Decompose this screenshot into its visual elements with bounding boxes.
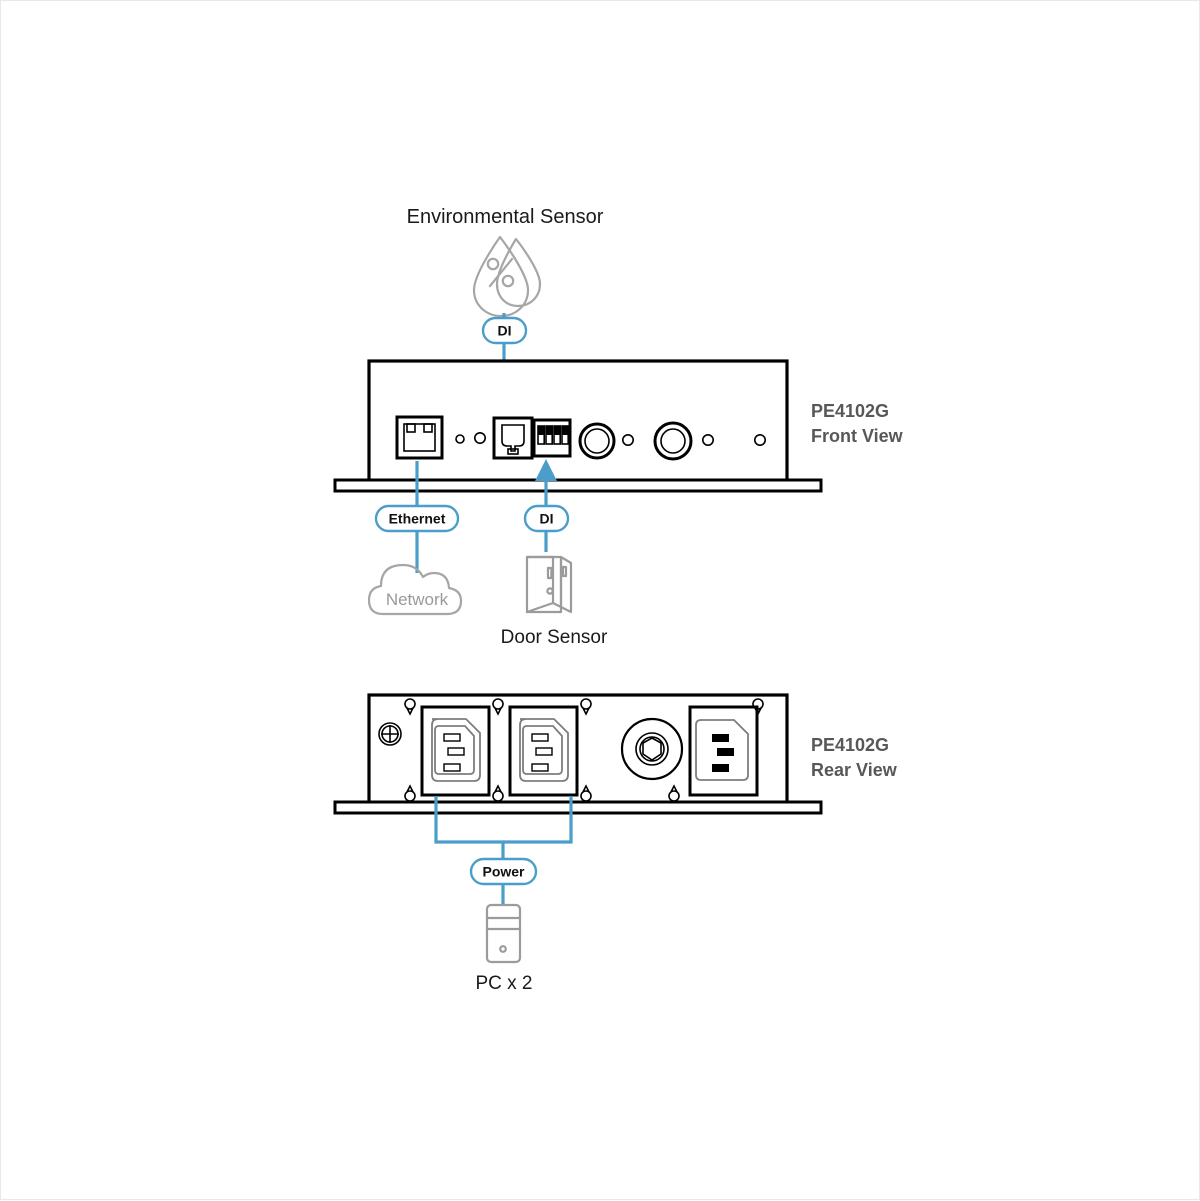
ethernet-network-group: Ethernet Network (367, 461, 463, 616)
front-panel-base-bracket (333, 478, 823, 493)
front-view-view-label: Front View (811, 426, 904, 446)
environmental-sensor-label: Environmental Sensor (407, 206, 604, 228)
led-indicator-2 (473, 431, 486, 444)
ethernet-badge-label: Ethernet (389, 511, 446, 527)
c14-inlet[interactable] (688, 705, 759, 797)
rj45-ethernet-port[interactable] (395, 415, 444, 460)
rear-view-view-label: Rear View (811, 760, 898, 780)
round-button-2[interactable] (653, 421, 693, 461)
di-top-badge-label: DI (498, 323, 512, 339)
power-pc-group: Power PC x 2 (434, 796, 573, 994)
di-top-badge[interactable] (481, 316, 528, 345)
power-badge-label: Power (482, 864, 525, 880)
c13-outlet-1[interactable] (420, 705, 491, 797)
round-button-1[interactable] (578, 422, 616, 460)
power-branch-left (434, 796, 505, 865)
rj11-sensor-port[interactable] (492, 416, 534, 460)
ground-screw (378, 722, 402, 746)
screw-tab (580, 698, 592, 716)
open-door-icon (525, 555, 573, 614)
di-bottom-badge-label: DI (540, 511, 554, 527)
screw-tab (492, 698, 504, 716)
circuit-breaker[interactable] (620, 717, 684, 781)
rear-panel-base-bracket (333, 800, 823, 815)
led-indicator-4 (701, 433, 714, 446)
door-sensor-label: Door Sensor (501, 627, 608, 648)
screw-tab (492, 784, 504, 802)
c13-outlet-2[interactable] (508, 705, 579, 797)
front-panel-chassis (367, 359, 789, 485)
terminal-block-4pin[interactable] (532, 418, 572, 458)
door-sensor-group: DI Door Sensor (501, 459, 608, 648)
device-rear-view: PE4102G Rear View (333, 693, 898, 815)
led-indicator-1 (455, 434, 465, 444)
power-branch-right (503, 796, 573, 844)
screw-tab (404, 784, 416, 802)
environmental-sensor-group: Environmental Sensor (407, 206, 604, 319)
computer-tower-icon (485, 903, 522, 964)
device-front-view: PE4102G Front View (333, 359, 904, 493)
screw-tab (668, 784, 680, 802)
screw-tab (404, 698, 416, 716)
screw-tab (580, 784, 592, 802)
network-label: Network (386, 590, 449, 609)
cloud-icon (367, 563, 463, 616)
front-view-model-label: PE4102G (811, 401, 889, 421)
pc-label: PC x 2 (475, 973, 532, 994)
led-indicator-3 (621, 433, 634, 446)
led-indicator-5 (753, 433, 766, 446)
rear-view-model-label: PE4102G (811, 735, 889, 755)
di-bottom-arrowhead (535, 459, 557, 481)
humidity-droplet-percent-icon (472, 235, 542, 318)
screw-tabs-group (404, 698, 764, 802)
